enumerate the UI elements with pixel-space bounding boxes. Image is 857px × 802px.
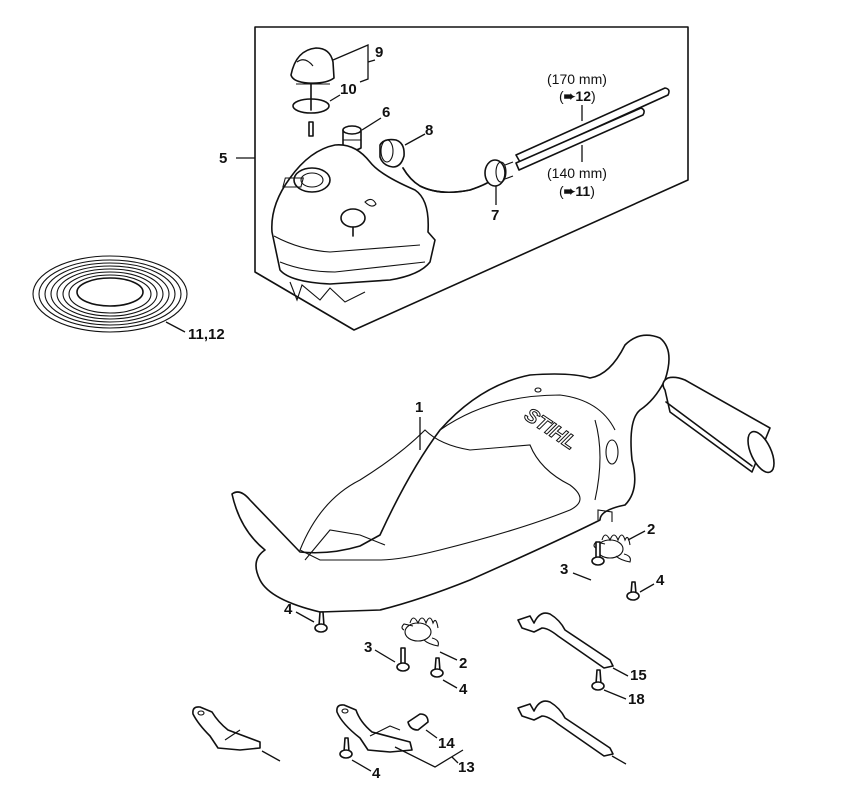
callout-7: 7 <box>491 207 500 224</box>
fuel-tank[interactable] <box>271 144 436 303</box>
hose-upper-ref-num: 12 <box>575 88 591 104</box>
hose-upper-ref-close: ) <box>590 88 596 104</box>
group-box-outline <box>254 26 689 331</box>
leader-4-center <box>442 679 458 689</box>
grommet[interactable] <box>484 159 514 187</box>
hose-upper-ref-open: ( <box>559 88 564 104</box>
leader-18 <box>603 689 627 700</box>
leader-8 <box>404 133 426 146</box>
tank-cap[interactable] <box>290 47 335 111</box>
screw-18[interactable] <box>591 669 605 691</box>
callout-8: 8 <box>425 122 434 139</box>
callout-13: 13 <box>458 759 475 776</box>
fuel-hose[interactable] <box>402 167 493 194</box>
bracket-15[interactable] <box>517 612 614 669</box>
hose-lower-ref: (➨11) <box>559 184 595 198</box>
callout-11-12: 11,12 <box>188 326 225 343</box>
leader-15 <box>612 667 629 677</box>
arrow-right-icon: ➨ <box>563 88 576 104</box>
screw-3-center[interactable] <box>396 647 410 672</box>
callout-3-center: 3 <box>364 639 373 656</box>
callout-14: 14 <box>438 735 455 752</box>
leader-14 <box>425 729 438 739</box>
callout-4-left: 4 <box>284 601 293 618</box>
screw-4-right[interactable] <box>626 581 640 601</box>
hose-lower-ref-num: 11 <box>575 183 591 199</box>
callout-4-bottom: 4 <box>372 765 381 782</box>
hose-upper-length: (170 mm) <box>547 71 607 87</box>
switch-bracket-left[interactable] <box>192 706 261 751</box>
callout-2-center: 2 <box>459 655 468 672</box>
callout-10: 10 <box>340 81 357 98</box>
leader-6 <box>361 117 382 131</box>
arrow-right-icon: ➨ <box>563 183 576 199</box>
leader-3-center <box>374 649 396 663</box>
leader-2-right <box>627 530 646 541</box>
leader-3-right <box>572 572 592 581</box>
screw-3-right[interactable] <box>591 541 605 566</box>
contact-14[interactable] <box>407 713 429 731</box>
screw-4-bottom[interactable] <box>339 737 353 759</box>
fuel-filter[interactable] <box>379 138 405 168</box>
hose-upper-ref: (➨12) <box>559 89 596 103</box>
hose-lower-ref-open: ( <box>559 183 564 199</box>
callout-4-center: 4 <box>459 681 468 698</box>
callout-5: 5 <box>219 150 228 167</box>
leader-4-right <box>639 583 655 593</box>
callout-1: 1 <box>415 399 424 416</box>
screw-4-center[interactable] <box>430 657 444 678</box>
hose-lower-length: (140 mm) <box>547 165 607 181</box>
hose-lower-ref-close: ) <box>590 183 595 199</box>
leader-2-center <box>439 651 458 661</box>
switch-bracket-13[interactable] <box>336 704 413 753</box>
spiral-hose-coil[interactable] <box>32 255 188 333</box>
hose-pair[interactable] <box>515 87 670 171</box>
cap-screw[interactable] <box>308 121 314 137</box>
leader-4-left <box>295 611 315 623</box>
callout-4-right: 4 <box>656 572 665 589</box>
callout-3-right: 3 <box>560 561 569 578</box>
leader-bracket-lower-right <box>611 755 627 765</box>
bracket-9-10 <box>332 44 369 83</box>
callout-9: 9 <box>375 44 384 61</box>
leader-10 <box>329 94 341 102</box>
rear-handle-housing[interactable] <box>231 334 670 613</box>
bracket-13-14 <box>394 746 464 768</box>
leader-bracket-left <box>261 750 281 762</box>
callout-15: 15 <box>630 667 647 684</box>
grip-tube[interactable] <box>662 376 779 476</box>
o-ring[interactable] <box>292 98 330 114</box>
screw-4-left[interactable] <box>314 611 328 633</box>
callout-18: 18 <box>628 691 645 708</box>
callout-2-right: 2 <box>647 521 656 538</box>
bracket-lower-right[interactable] <box>517 700 614 757</box>
leader-4-bottom <box>351 759 372 772</box>
leader-11-12 <box>165 321 186 333</box>
spring-center[interactable] <box>401 617 439 647</box>
callout-6: 6 <box>382 104 391 121</box>
